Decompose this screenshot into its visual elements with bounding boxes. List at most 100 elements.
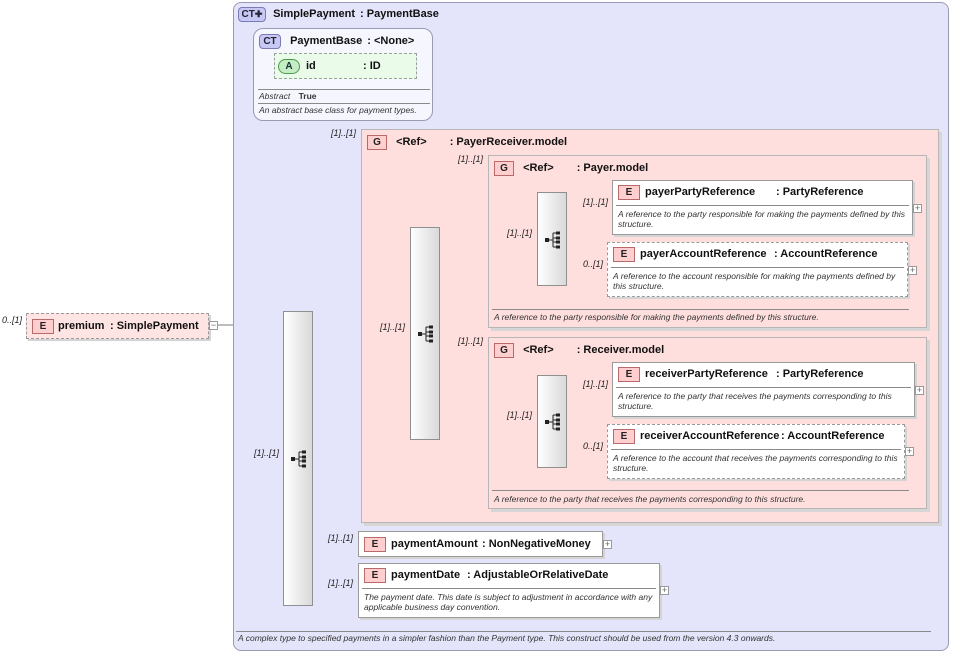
abstract-value: True [298,91,317,101]
divider [362,588,656,589]
divider [258,89,430,90]
payer-account-reference-cardinality: 0..[1] [583,259,604,269]
element-icon: E [32,319,54,334]
payment-base-name: PaymentBase [290,35,363,48]
sequence-icon [418,325,433,343]
receiver-party-reference-cardinality: [1]..[1] [583,379,609,389]
group-icon: G [494,161,514,176]
payer-receiver-name: : PayerReceiver.model [449,136,568,149]
receiver-account-reference-cardinality: 0..[1] [583,441,604,451]
expand-icon[interactable]: + [660,585,669,595]
payer-receiver-sequence-cardinality: [1]..[1] [380,322,406,332]
payer-party-reference-type: : PartyReference [776,186,864,198]
complex-type-icon: CT✚ [238,7,266,22]
sequence-icon [545,231,560,249]
element-icon: E [613,247,635,262]
payment-base-base: : <None> [367,35,415,48]
attribute-type: : ID [363,60,381,72]
abstract-row: Abstract True [259,91,317,101]
attribute-name: id [306,60,316,72]
divider [611,267,904,268]
payer-party-reference-element[interactable]: E payerPartyReference : PartyReference A… [612,180,913,235]
payment-amount-name: paymentAmount [391,538,478,550]
payer-account-reference-name: payerAccountReference [640,248,767,260]
attribute-icon: A [278,59,300,74]
premium-element[interactable]: E premium : SimplePayment [26,313,209,339]
payment-date-cardinality: [1]..[1] [328,578,354,588]
collapse-icon[interactable]: − [209,320,218,330]
receiver-party-reference-doc: A reference to the party that receives t… [618,391,892,411]
divider [616,387,911,388]
receiver-party-reference-type: : PartyReference [776,368,864,380]
abstract-label: Abstract [259,91,291,101]
premium-cardinality: 0..[1] [2,315,23,325]
payer-receiver-ref: <Ref> [396,136,427,149]
payment-amount-type: : NonNegativeMoney [482,538,591,550]
receiver-header: G <Ref> : Receiver.model [494,343,664,358]
payment-amount-cardinality: [1]..[1] [328,533,354,543]
main-sequence-cardinality: [1]..[1] [254,448,280,458]
receiver-doc: A reference to the party that receives t… [494,494,806,504]
divider [611,449,901,450]
receiver-party-reference-element[interactable]: E receiverPartyReference : PartyReferenc… [612,362,915,417]
payer-party-reference-doc: A reference to the party responsible for… [618,209,905,229]
main-sequence[interactable] [283,311,313,606]
payer-receiver-header: G <Ref> : PayerReceiver.model [367,135,567,150]
payment-amount-element[interactable]: E paymentAmount : NonNegativeMoney [358,531,603,557]
expand-icon[interactable]: + [905,446,914,456]
payer-receiver-sequence[interactable] [410,227,440,440]
sequence-icon [545,413,560,431]
divider [616,205,909,206]
element-icon: E [613,429,635,444]
premium-name: premium [58,320,105,332]
element-icon: E [618,367,640,382]
payer-name: : Payer.model [576,162,649,175]
payment-date-doc: The payment date. This date is subject t… [364,592,653,612]
receiver-cardinality: [1]..[1] [458,336,484,346]
simple-payment-name: SimplePayment [273,8,355,21]
payer-sequence[interactable] [537,192,567,286]
expand-icon[interactable]: + [915,385,924,395]
payment-date-element[interactable]: E paymentDate : AdjustableOrRelativeDate… [358,563,660,618]
receiver-account-reference-doc: A reference to the account that receives… [613,453,898,473]
payer-doc: A reference to the party responsible for… [494,312,819,322]
payer-ref: <Ref> [523,162,554,175]
simple-payment-header: CT✚ SimplePayment : PaymentBase [238,7,439,22]
payer-account-reference-type: : AccountReference [774,248,878,260]
payment-date-type: : AdjustableOrRelativeDate [467,569,609,581]
receiver-account-reference-element[interactable]: E receiverAccountReference : AccountRefe… [607,424,905,479]
attribute-id[interactable]: A id : ID [274,53,417,79]
expand-icon[interactable]: + [603,539,612,549]
payer-party-reference-cardinality: [1]..[1] [583,197,609,207]
payment-base-header: CT PaymentBase : <None> [259,34,414,49]
divider [492,309,909,310]
divider [492,490,909,491]
receiver-sequence-cardinality: [1]..[1] [507,410,533,420]
payment-base-type: CT PaymentBase : <None> A id : ID Abstra… [253,28,433,121]
receiver-account-reference-name: receiverAccountReference [640,430,780,442]
payer-receiver-cardinality: [1]..[1] [331,128,357,138]
group-icon: G [367,135,387,150]
payer-account-reference-element[interactable]: E payerAccountReference : AccountReferen… [607,242,908,297]
divider [236,631,931,632]
receiver-party-reference-name: receiverPartyReference [645,368,768,380]
divider [258,103,430,104]
element-icon: E [364,568,386,583]
sequence-icon [291,450,306,468]
receiver-ref: <Ref> [523,344,554,357]
payment-base-doc: An abstract base class for payment types… [259,105,417,115]
receiver-name: : Receiver.model [576,344,665,357]
receiver-account-reference-type: : AccountReference [781,430,885,442]
expand-icon[interactable]: + [913,203,922,213]
complex-type-icon: CT [259,34,281,49]
receiver-sequence[interactable] [537,375,567,468]
element-icon: E [364,537,386,552]
simple-payment-doc: A complex type to specified payments in … [238,633,776,643]
payer-cardinality: [1]..[1] [458,154,484,164]
expand-icon[interactable]: + [908,265,917,275]
payer-sequence-cardinality: [1]..[1] [507,228,533,238]
payer-party-reference-name: payerPartyReference [645,186,756,198]
payer-header: G <Ref> : Payer.model [494,161,648,176]
element-icon: E [618,185,640,200]
payer-account-reference-doc: A reference to the account responsible f… [613,271,896,291]
